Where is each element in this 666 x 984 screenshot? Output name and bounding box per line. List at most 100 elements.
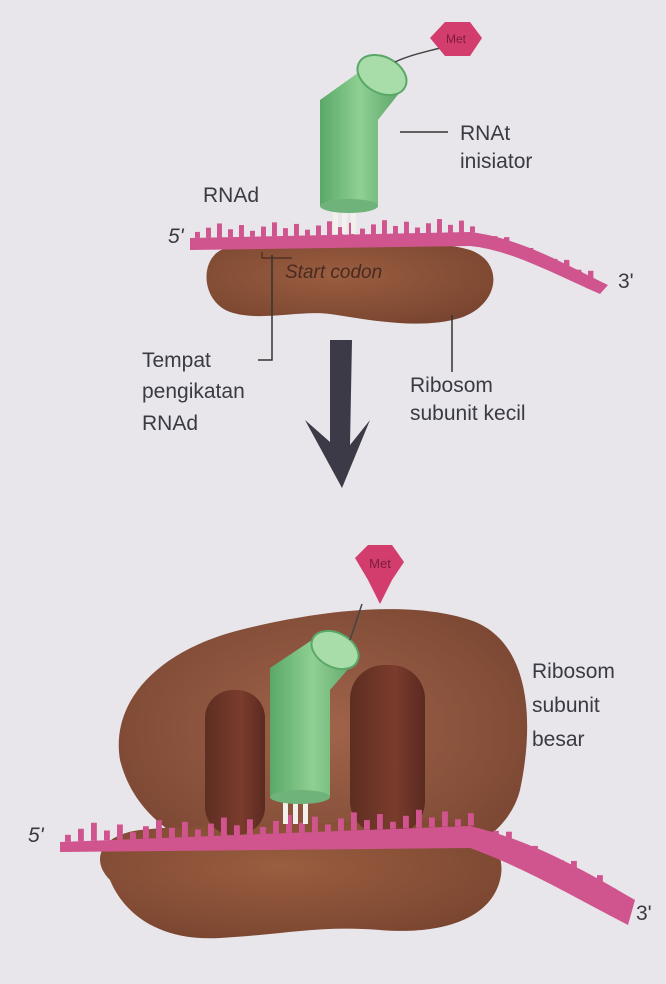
mrna-label: RNAd <box>203 184 259 207</box>
mrna-base <box>117 824 123 840</box>
mrna-base <box>272 222 277 237</box>
mrna-base <box>492 236 498 245</box>
trna-label-line2: inisiator <box>460 150 532 173</box>
mrna-base <box>208 823 214 837</box>
mrna-base <box>250 230 255 237</box>
mrna-base <box>234 825 240 836</box>
mrna-base <box>504 237 510 250</box>
mrna-base <box>338 227 343 236</box>
small-ribosome-subunit <box>206 243 494 324</box>
mrna-base <box>588 270 594 282</box>
mrna-base <box>416 809 422 828</box>
mrna-base <box>169 827 175 838</box>
five-prime-bottom: 5' <box>28 824 45 847</box>
met-hexagon-top: Met <box>430 22 482 56</box>
mrna-base <box>247 819 253 835</box>
mrna-base <box>221 817 227 836</box>
mrna-base <box>182 821 188 838</box>
mrna-base <box>239 225 244 238</box>
binding-site-line2: pengikatan <box>142 380 245 403</box>
mrna-base <box>364 820 370 830</box>
mrna-base <box>442 811 448 827</box>
mrna-base <box>437 219 442 234</box>
mrna-base <box>312 816 318 832</box>
mrna-base <box>610 888 616 895</box>
mrna-base <box>426 223 431 234</box>
three-prime-top: 3' <box>618 270 634 293</box>
initiator-trna-bottom <box>270 629 360 804</box>
mrna-base <box>217 223 222 238</box>
mrna-base <box>228 229 233 238</box>
three-prime-bottom: 3' <box>636 902 652 925</box>
small-subunit-line2: subunit kecil <box>410 402 526 425</box>
mrna-base <box>470 226 475 233</box>
mrna-base <box>540 257 546 263</box>
small-subunit-line1: Ribosom <box>410 374 493 397</box>
mrna-base <box>506 831 512 848</box>
initiator-trna-top <box>320 53 408 213</box>
pocket-right <box>350 665 425 835</box>
mrna-base <box>273 820 279 834</box>
mrna-base <box>371 224 376 235</box>
mrna-base <box>564 259 570 272</box>
binding-site-line3: RNAd <box>142 412 198 435</box>
mrna-base <box>393 225 398 234</box>
mrna-base <box>316 225 321 236</box>
mrna-base <box>404 221 409 234</box>
mrna-base <box>360 228 365 235</box>
mrna-base <box>156 820 162 839</box>
mrna-base <box>294 223 299 236</box>
mrna-base <box>351 812 357 831</box>
met-label-bottom: Met <box>369 556 391 571</box>
mrna-base <box>468 813 474 826</box>
anticodon-pegs-bottom <box>283 800 308 824</box>
mrna-base <box>195 231 200 238</box>
mrna-base <box>78 828 84 842</box>
large-subunit-line3: besar <box>532 728 585 751</box>
binding-site-line1: Tempat <box>142 349 211 372</box>
met-hexagon-bottom: Met <box>355 545 404 604</box>
mrna-base <box>130 832 136 840</box>
mrna-base <box>403 815 409 829</box>
met-label-top: Met <box>446 32 467 46</box>
mrna-base <box>195 829 201 837</box>
mrna-base <box>519 845 525 854</box>
top-panel: Met RNAt inisiator RNAd 5' 3' Start codo… <box>142 22 634 435</box>
mrna-strand-bottom <box>60 809 635 925</box>
mrna-base <box>65 834 71 842</box>
mrna-base <box>516 246 522 254</box>
down-arrow <box>305 340 370 488</box>
mrna-base <box>571 860 577 877</box>
mrna-base <box>260 827 266 834</box>
mrna-base <box>338 818 344 831</box>
large-subunit-line1: Ribosom <box>532 660 615 683</box>
anticodon-pegs-top <box>333 212 356 234</box>
mrna-base <box>552 258 558 268</box>
mrna-base <box>104 830 110 841</box>
mrna-base <box>429 817 435 828</box>
mrna-base <box>382 220 387 235</box>
mrna-base <box>545 859 551 866</box>
mrna-base <box>415 227 420 234</box>
mrna-base <box>377 814 383 830</box>
mrna-base <box>576 269 582 277</box>
five-prime-top: 5' <box>168 225 185 248</box>
pocket-left <box>205 690 265 835</box>
mrna-base <box>286 814 292 833</box>
mrna-base <box>532 845 538 860</box>
mrna-base <box>325 824 331 832</box>
bottom-panel: Met Ribosom subunit besar 5' 3' <box>28 545 652 939</box>
mrna-base <box>455 819 461 827</box>
mrna-base <box>448 224 453 233</box>
mrna-base <box>91 822 97 841</box>
mrna-base <box>558 860 564 872</box>
mrna-base <box>283 228 288 237</box>
mrna-base <box>480 830 486 836</box>
large-subunit-line2: subunit <box>532 694 600 717</box>
mrna-base <box>206 227 211 238</box>
mrna-base <box>143 826 149 839</box>
mrna-base <box>480 235 486 240</box>
mrna-base <box>299 822 305 833</box>
